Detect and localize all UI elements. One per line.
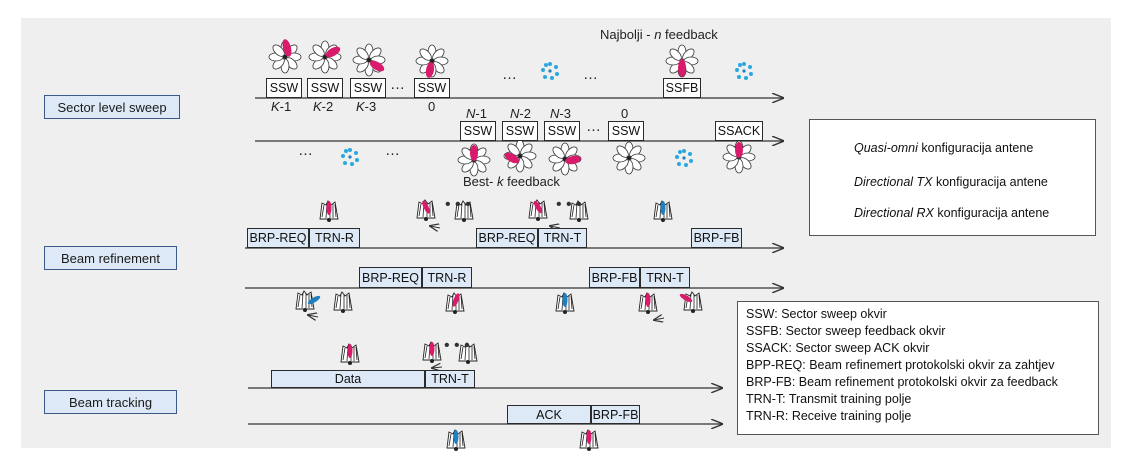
- tx-beam-icon: [416, 199, 436, 222]
- frame-index: K-2: [313, 99, 334, 114]
- frame-index: K-1: [271, 99, 292, 114]
- quasi-omni-icon: [341, 148, 359, 166]
- rx-flower-icon: [548, 142, 582, 176]
- tx-beam-icon: [422, 341, 442, 364]
- rx-flower-icon: [457, 143, 491, 177]
- legend-directional-tx: Directional TX konfiguracija antene: [854, 175, 1048, 189]
- quasi-omni-icon: [541, 62, 559, 80]
- rx-beam-icon: [446, 429, 466, 452]
- legend-quasi-omni: Quasi-omni konfiguracija antene: [854, 141, 1034, 155]
- quasi-omni-icon: [675, 149, 693, 167]
- frame-index: K-3: [356, 99, 377, 114]
- brp-req-frame: BRP-REQ: [359, 267, 422, 288]
- legend-brp-fb: BRP-FB: Beam refinement protokolski okvi…: [746, 375, 1058, 389]
- legend-ssack: SSACK: Sector sweep ACK okvir: [746, 341, 930, 355]
- ellipsis: …: [586, 118, 601, 135]
- trn-t-field: TRN-T: [538, 228, 587, 248]
- brp-req-frame: BRP-REQ: [247, 228, 309, 248]
- quasi-omni-icon: [735, 62, 753, 80]
- phase-sector-level-sweep: Sector level sweep: [44, 95, 180, 119]
- trn-t-field: TRN-T: [425, 370, 475, 388]
- tx-beam-icon: [319, 200, 339, 223]
- rx-beam-icon: [295, 290, 321, 313]
- ssw-frame: SSW: [266, 78, 302, 98]
- ellipsis: …: [583, 66, 598, 83]
- brp-fb-frame: BRP-FB: [591, 405, 640, 424]
- tx-flower-icon: [308, 40, 342, 74]
- legend-trn-t: TRN-T: Transmit training polje: [746, 392, 912, 406]
- legend-trn-r: TRN-R: Receive training polje: [746, 409, 912, 423]
- abbreviation-legend: SSW: Sector sweep okvir SSFB: Sector swe…: [737, 301, 1099, 435]
- best-k-feedback-label: Best- k feedback: [463, 174, 560, 189]
- svg-text:• • •: • • •: [444, 337, 470, 354]
- rx-beam-icon: [653, 200, 673, 223]
- ellipsis: …: [502, 66, 517, 83]
- brp-req-frame: BRP-REQ: [476, 228, 538, 248]
- trn-r-field: TRN-R: [309, 228, 360, 248]
- data-frame: Data: [271, 370, 425, 388]
- top-feedback-label: Najbolji - n feedback: [600, 27, 718, 42]
- svg-text:• • •: • • •: [556, 196, 582, 213]
- legend-brp-req: BPP-REQ: Beam refinemert protokolski okv…: [746, 358, 1055, 372]
- tx-beam-icon: [528, 199, 548, 222]
- frame-index: 0: [428, 99, 436, 114]
- ssack-frame: SSACK: [715, 121, 763, 141]
- tx-flower-icon: [268, 39, 302, 74]
- trn-r-field: TRN-R: [422, 267, 472, 288]
- phase-beam-refinement: Beam refinement: [44, 246, 177, 270]
- trn-t-field: TRN-T: [640, 267, 690, 288]
- tx-beam-icon: [340, 343, 360, 366]
- legend-directional-rx: Directional RX konfiguracija antene: [854, 206, 1050, 220]
- rx-flower-icon: [612, 141, 646, 175]
- ssw-frame: SSW: [307, 78, 343, 98]
- legend-ssfb: SSFB: Sector sweep feedback okvir: [746, 324, 946, 338]
- tx-flower-icon: [352, 43, 386, 77]
- frame-index: N-1: [466, 106, 487, 121]
- frame-index: N-2: [510, 106, 531, 121]
- brp-fb-frame: BRP-FB: [691, 228, 742, 248]
- ellipsis: …: [390, 76, 405, 93]
- phase-beam-tracking: Beam tracking: [44, 390, 177, 414]
- tx-beam-icon: [679, 291, 703, 314]
- tx-beam-icon: [445, 292, 465, 315]
- ellipsis: …: [385, 142, 400, 159]
- frame-index: N-3: [550, 106, 571, 121]
- ssfb-frame: SSFB: [663, 78, 701, 98]
- ellipsis: …: [298, 142, 313, 159]
- tx-beam-icon: [638, 292, 658, 315]
- frame-index: 0: [621, 106, 629, 121]
- ssw-frame: SSW: [608, 121, 644, 141]
- antenna-legend: Quasi-omni konfiguracija antene Directio…: [809, 119, 1096, 236]
- rx-beam-icon: [333, 291, 353, 314]
- ssw-frame: SSW: [350, 78, 386, 98]
- rx-flower-icon: [722, 140, 756, 174]
- ssw-frame: SSW: [544, 121, 580, 141]
- legend-ssw: SSW: Sector sweep okvir: [746, 307, 887, 321]
- ssw-frame: SSW: [460, 121, 496, 141]
- svg-text:• • •: • • •: [445, 196, 471, 213]
- ack-frame: ACK: [507, 405, 591, 424]
- tx-flower-icon: [665, 44, 699, 78]
- ssw-frame: SSW: [414, 78, 450, 98]
- tx-beam-icon: [579, 429, 599, 452]
- brp-fb-frame: BRP-FB: [589, 267, 640, 288]
- tx-flower-icon: [415, 44, 449, 78]
- rx-beam-icon: [555, 292, 575, 315]
- rx-flower-icon: [503, 139, 537, 173]
- ssw-frame: SSW: [502, 121, 538, 141]
